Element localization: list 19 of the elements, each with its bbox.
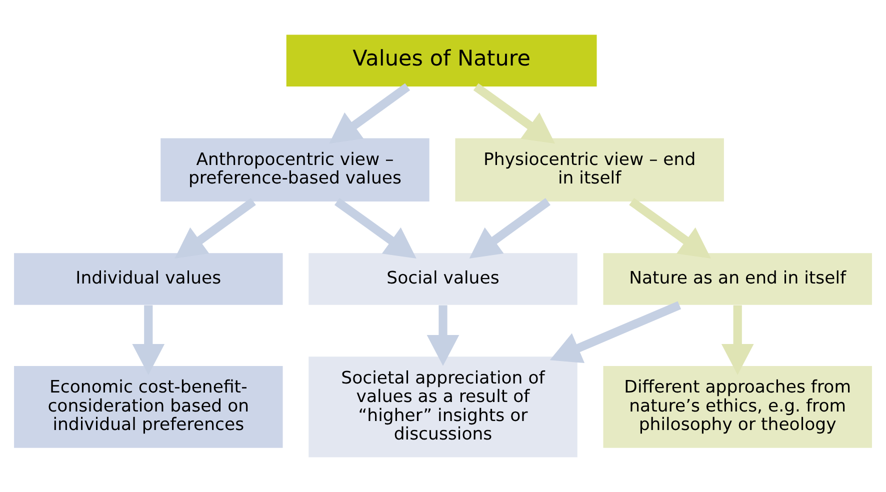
- arrow: [334, 198, 416, 258]
- node-box: Individual values: [14, 253, 283, 305]
- node-box: Values of Nature: [286, 34, 597, 86]
- arrow: [629, 198, 711, 258]
- arrow: [426, 305, 460, 366]
- arrow: [550, 301, 682, 364]
- arrow: [469, 198, 550, 259]
- arrow: [473, 83, 556, 144]
- arrow: [329, 83, 410, 144]
- node-box: Societal appreciation of values as a result of “higher” insights or discussions: [308, 356, 578, 458]
- node-box: Economic cost-benefit-consideration based on individual preferences: [14, 366, 283, 448]
- arrow: [132, 305, 165, 375]
- node-box: Physiocentric view – end in itself: [455, 138, 724, 202]
- node-box: Anthropocentric view – preference-based values: [160, 138, 430, 202]
- arrow: [174, 198, 256, 259]
- arrow: [721, 305, 754, 375]
- node-box: Nature as an end in itself: [603, 253, 872, 305]
- node-box: Social values: [308, 253, 578, 305]
- node-box: Different approaches from nature’s ethics, e.g. from philosophy or theology: [603, 366, 872, 448]
